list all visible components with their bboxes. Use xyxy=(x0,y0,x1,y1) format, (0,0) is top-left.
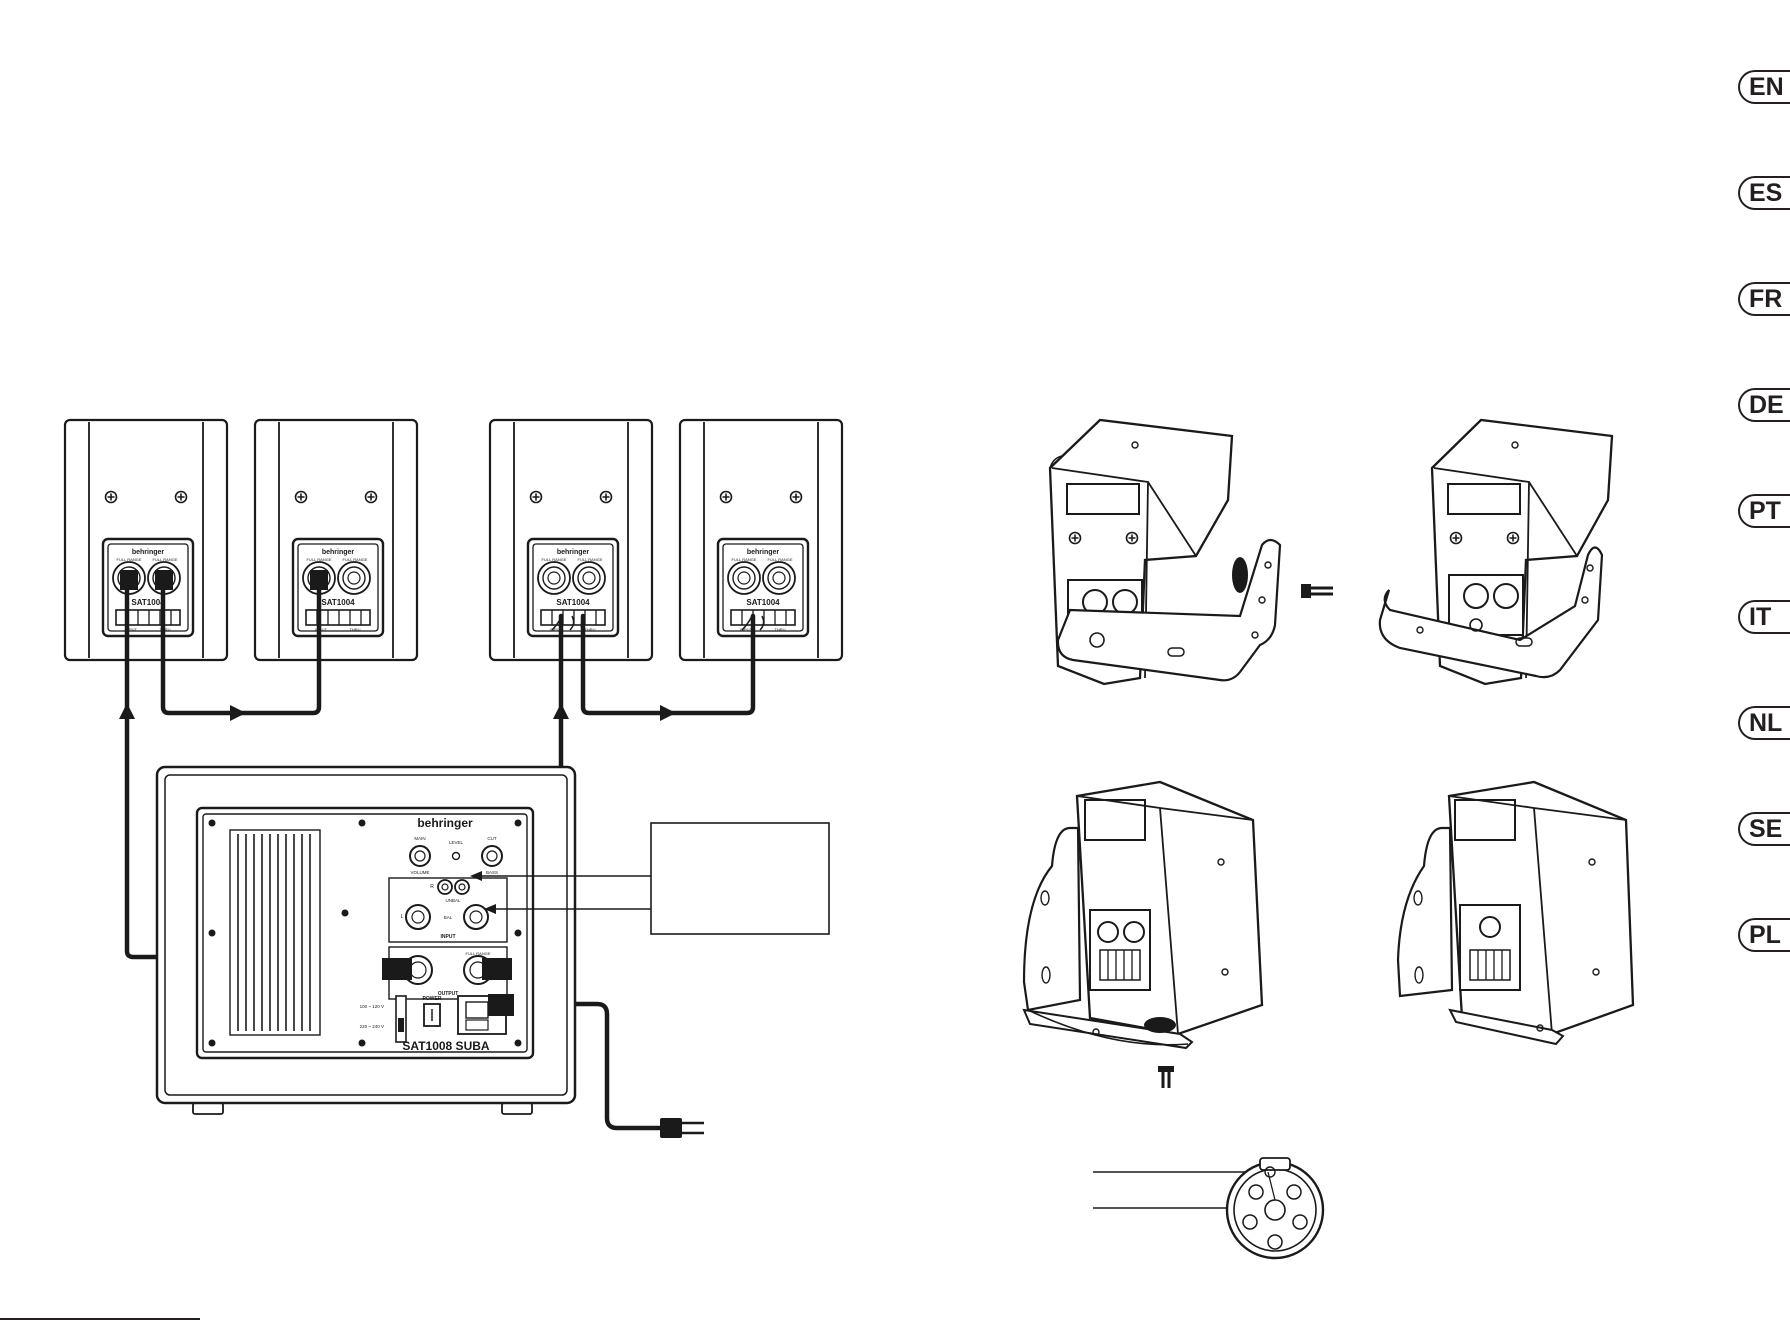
sat-1-brand: behringer xyxy=(132,549,165,556)
bracket-step-3 xyxy=(1022,780,1264,1088)
language-tab-pt[interactable]: PT xyxy=(1738,494,1790,528)
signal-arrow-unbal xyxy=(470,871,482,881)
sat-3-jack-label-2: FULL RANGE xyxy=(578,557,603,562)
sub-input-rca: UNBAL xyxy=(445,898,461,903)
sub-voltage-1: 100 ~ 120 V xyxy=(360,1004,384,1009)
sub-input-section-label: INPUT xyxy=(441,934,456,940)
power-plug xyxy=(660,1118,704,1138)
bracket-step-2 xyxy=(1378,418,1614,686)
satellite-1: behringer FULL RANGE FULL RANGE SAT1004 … xyxy=(63,418,229,662)
sat-2-terminal-left: INPUT xyxy=(315,627,328,632)
sat-4-jack-label-2: FULL RANGE xyxy=(768,557,793,562)
sub-input-xlr: BAL xyxy=(444,915,453,920)
sat-2-jack-label-1: FULL RANGE xyxy=(307,557,332,562)
sat-2-jack-label-2: FULL RANGE xyxy=(343,557,368,562)
sat-4-jack-label-1: FULL RANGE xyxy=(732,557,757,562)
sat-4-model: SAT1004 xyxy=(746,598,780,607)
audio-source-box xyxy=(470,822,830,935)
sub-input-l: L xyxy=(401,914,404,920)
sub-knob-left-label: VOLUME xyxy=(410,870,429,875)
volume-knob[interactable] xyxy=(409,845,431,867)
bracket-step-1 xyxy=(1048,418,1333,686)
bracket-step-4 xyxy=(1396,780,1635,1046)
arrow-up-left xyxy=(119,703,135,719)
bracket-screw-2 xyxy=(1158,1066,1174,1088)
bass-knob[interactable] xyxy=(481,845,503,867)
rca-input-l[interactable] xyxy=(454,879,470,895)
sub-indicator-label: LEVEL xyxy=(449,840,464,845)
subwoofer: behringer MAIN CUT LEVEL VOLUME BASS R U… xyxy=(155,765,577,1115)
output-plug-left xyxy=(382,958,412,980)
signal-arrow-bal xyxy=(484,904,496,914)
sub-output-title: FULL RANGE xyxy=(466,951,491,956)
sub-knob-left-top: MAIN xyxy=(414,836,425,841)
sat-3-terminal-right: THRU xyxy=(584,627,595,632)
sat-3-terminal-left: INPUT xyxy=(550,627,563,632)
xlr-input-r[interactable] xyxy=(463,904,489,930)
rca-input-r[interactable] xyxy=(437,879,453,895)
power-cord-plug xyxy=(488,994,514,1016)
heat-sink xyxy=(229,829,321,1036)
sat-3-brand: behringer xyxy=(557,549,590,556)
sat-1-jack-label-1: FULL RANGE xyxy=(117,557,142,562)
sub-knob-right-top: CUT xyxy=(487,836,496,841)
sat-2-plug-1 xyxy=(310,570,328,590)
sat-3-jack-label-1: FULL RANGE xyxy=(542,557,567,562)
sat-4-terminal-right: THRU xyxy=(774,627,785,632)
sat-2-model: SAT1004 xyxy=(321,598,355,607)
output-plug-right xyxy=(482,958,512,980)
xlr-input-l[interactable] xyxy=(405,904,431,930)
sub-model: SAT1008 SUBA xyxy=(402,1039,489,1053)
cable-arrows xyxy=(119,703,676,721)
satellite-4: behringer FULL RANGE FULL RANGE SAT1004 … xyxy=(678,418,844,662)
speakon-closeup xyxy=(1093,1157,1325,1260)
sub-knob-right-label: BASS xyxy=(486,870,498,875)
satellite-2: behringer FULL RANGE FULL RANGE SAT1004 … xyxy=(253,418,419,662)
language-tab-fr[interactable]: FR xyxy=(1738,282,1790,316)
arrow-right-right xyxy=(660,705,676,721)
sat-1-terminal-left: INPUT xyxy=(125,627,138,632)
sub-brand: behringer xyxy=(417,816,473,830)
bracket-screw-1 xyxy=(1301,584,1333,598)
language-tab-pl[interactable]: PL xyxy=(1738,918,1790,952)
sat-1-plug-1 xyxy=(120,570,138,590)
sat-4-terminal-left: INPUT xyxy=(740,627,753,632)
sat-1-jack-label-2: FULL RANGE xyxy=(153,557,178,562)
panel-screws xyxy=(208,819,522,1047)
sub-voltage-2: 220 ~ 240 V xyxy=(360,1024,384,1029)
sat-1-model: SAT1004 xyxy=(131,598,165,607)
sat-4-brand: behringer xyxy=(747,549,780,556)
sub-input-r: R xyxy=(430,884,434,890)
level-led xyxy=(451,851,461,861)
sat-1-plug-2 xyxy=(155,570,173,590)
sub-output-section-label: OUTPUT xyxy=(438,991,459,997)
language-tab-es[interactable]: ES xyxy=(1738,176,1790,210)
language-tab-se[interactable]: SE xyxy=(1738,812,1790,846)
language-tab-it[interactable]: IT xyxy=(1738,600,1790,634)
sub-power-label: POWER xyxy=(423,996,442,1002)
sat-3-model: SAT1004 xyxy=(556,598,590,607)
sat-2-terminal-right: THRU xyxy=(349,627,360,632)
sat-2-brand: behringer xyxy=(322,549,355,556)
satellite-3: behringer FULL RANGE FULL RANGE SAT1004 … xyxy=(488,418,654,662)
language-tab-en[interactable]: EN xyxy=(1738,70,1790,104)
language-tab-de[interactable]: DE xyxy=(1738,388,1790,422)
footnote-rule xyxy=(0,1318,200,1320)
arrow-right-left xyxy=(230,705,246,721)
arrow-up-right xyxy=(553,703,569,719)
language-tab-nl[interactable]: NL xyxy=(1738,706,1790,740)
